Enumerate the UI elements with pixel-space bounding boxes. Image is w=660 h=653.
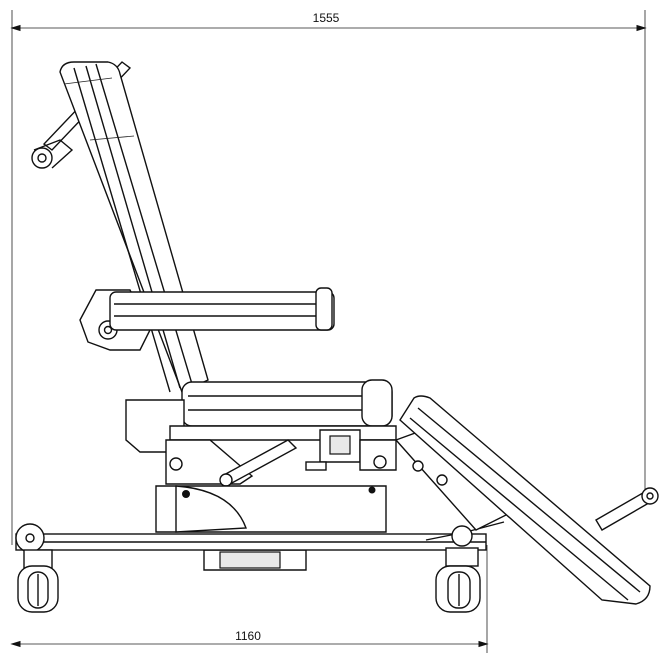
overall-length-dimension: 1555 [10,10,647,545]
actuator [219,439,298,487]
legrest [394,395,651,605]
overall-length-label: 1555 [313,11,340,25]
base-length-label: 1160 [235,629,261,643]
base-column [155,485,387,571]
armrest [109,287,335,331]
seat-frame [125,399,397,485]
front-caster-wheel [17,549,59,613]
rear-caster-wheel [435,525,481,613]
chair-illustration [15,61,659,613]
base-length-dimension: 1160 [10,545,489,653]
seat [181,379,393,427]
footrest-bar [595,487,659,531]
